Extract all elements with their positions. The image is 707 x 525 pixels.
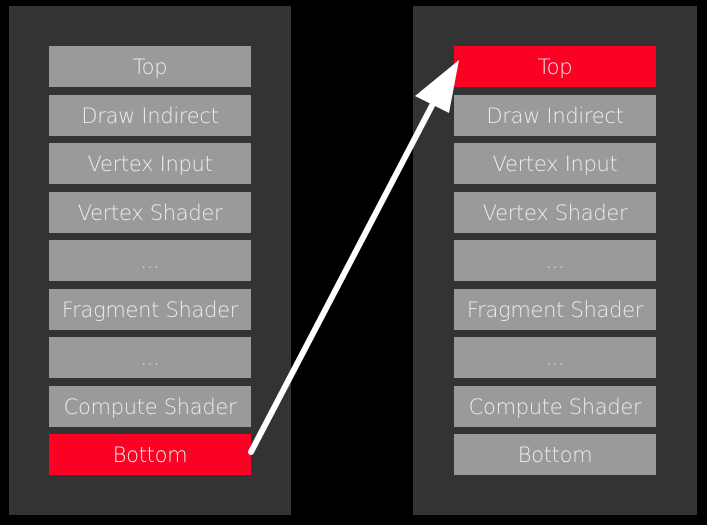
left-stage-vertex-shader: Vertex Shader bbox=[49, 192, 251, 233]
left-stage-bottom: Bottom bbox=[49, 434, 251, 475]
left-stage-ellipsis-1: ... bbox=[49, 240, 251, 281]
left-stage-top: Top bbox=[49, 46, 251, 87]
right-stage-bottom: Bottom bbox=[454, 434, 656, 475]
left-stage-vertex-input: Vertex Input bbox=[49, 143, 251, 184]
right-stage-draw-indirect: Draw Indirect bbox=[454, 95, 656, 136]
left-stage-draw-indirect: Draw Indirect bbox=[49, 95, 251, 136]
right-stage-ellipsis-1: ... bbox=[454, 240, 656, 281]
right-stage-fragment-shader: Fragment Shader bbox=[454, 289, 656, 330]
right-stage-compute-shader: Compute Shader bbox=[454, 386, 656, 427]
right-stage-vertex-input: Vertex Input bbox=[454, 143, 656, 184]
left-stage-fragment-shader: Fragment Shader bbox=[49, 289, 251, 330]
right-stage-vertex-shader: Vertex Shader bbox=[454, 192, 656, 233]
right-stage-ellipsis-2: ... bbox=[454, 337, 656, 378]
right-stage-top: Top bbox=[454, 46, 656, 87]
left-stage-compute-shader: Compute Shader bbox=[49, 386, 251, 427]
left-stage-ellipsis-2: ... bbox=[49, 337, 251, 378]
